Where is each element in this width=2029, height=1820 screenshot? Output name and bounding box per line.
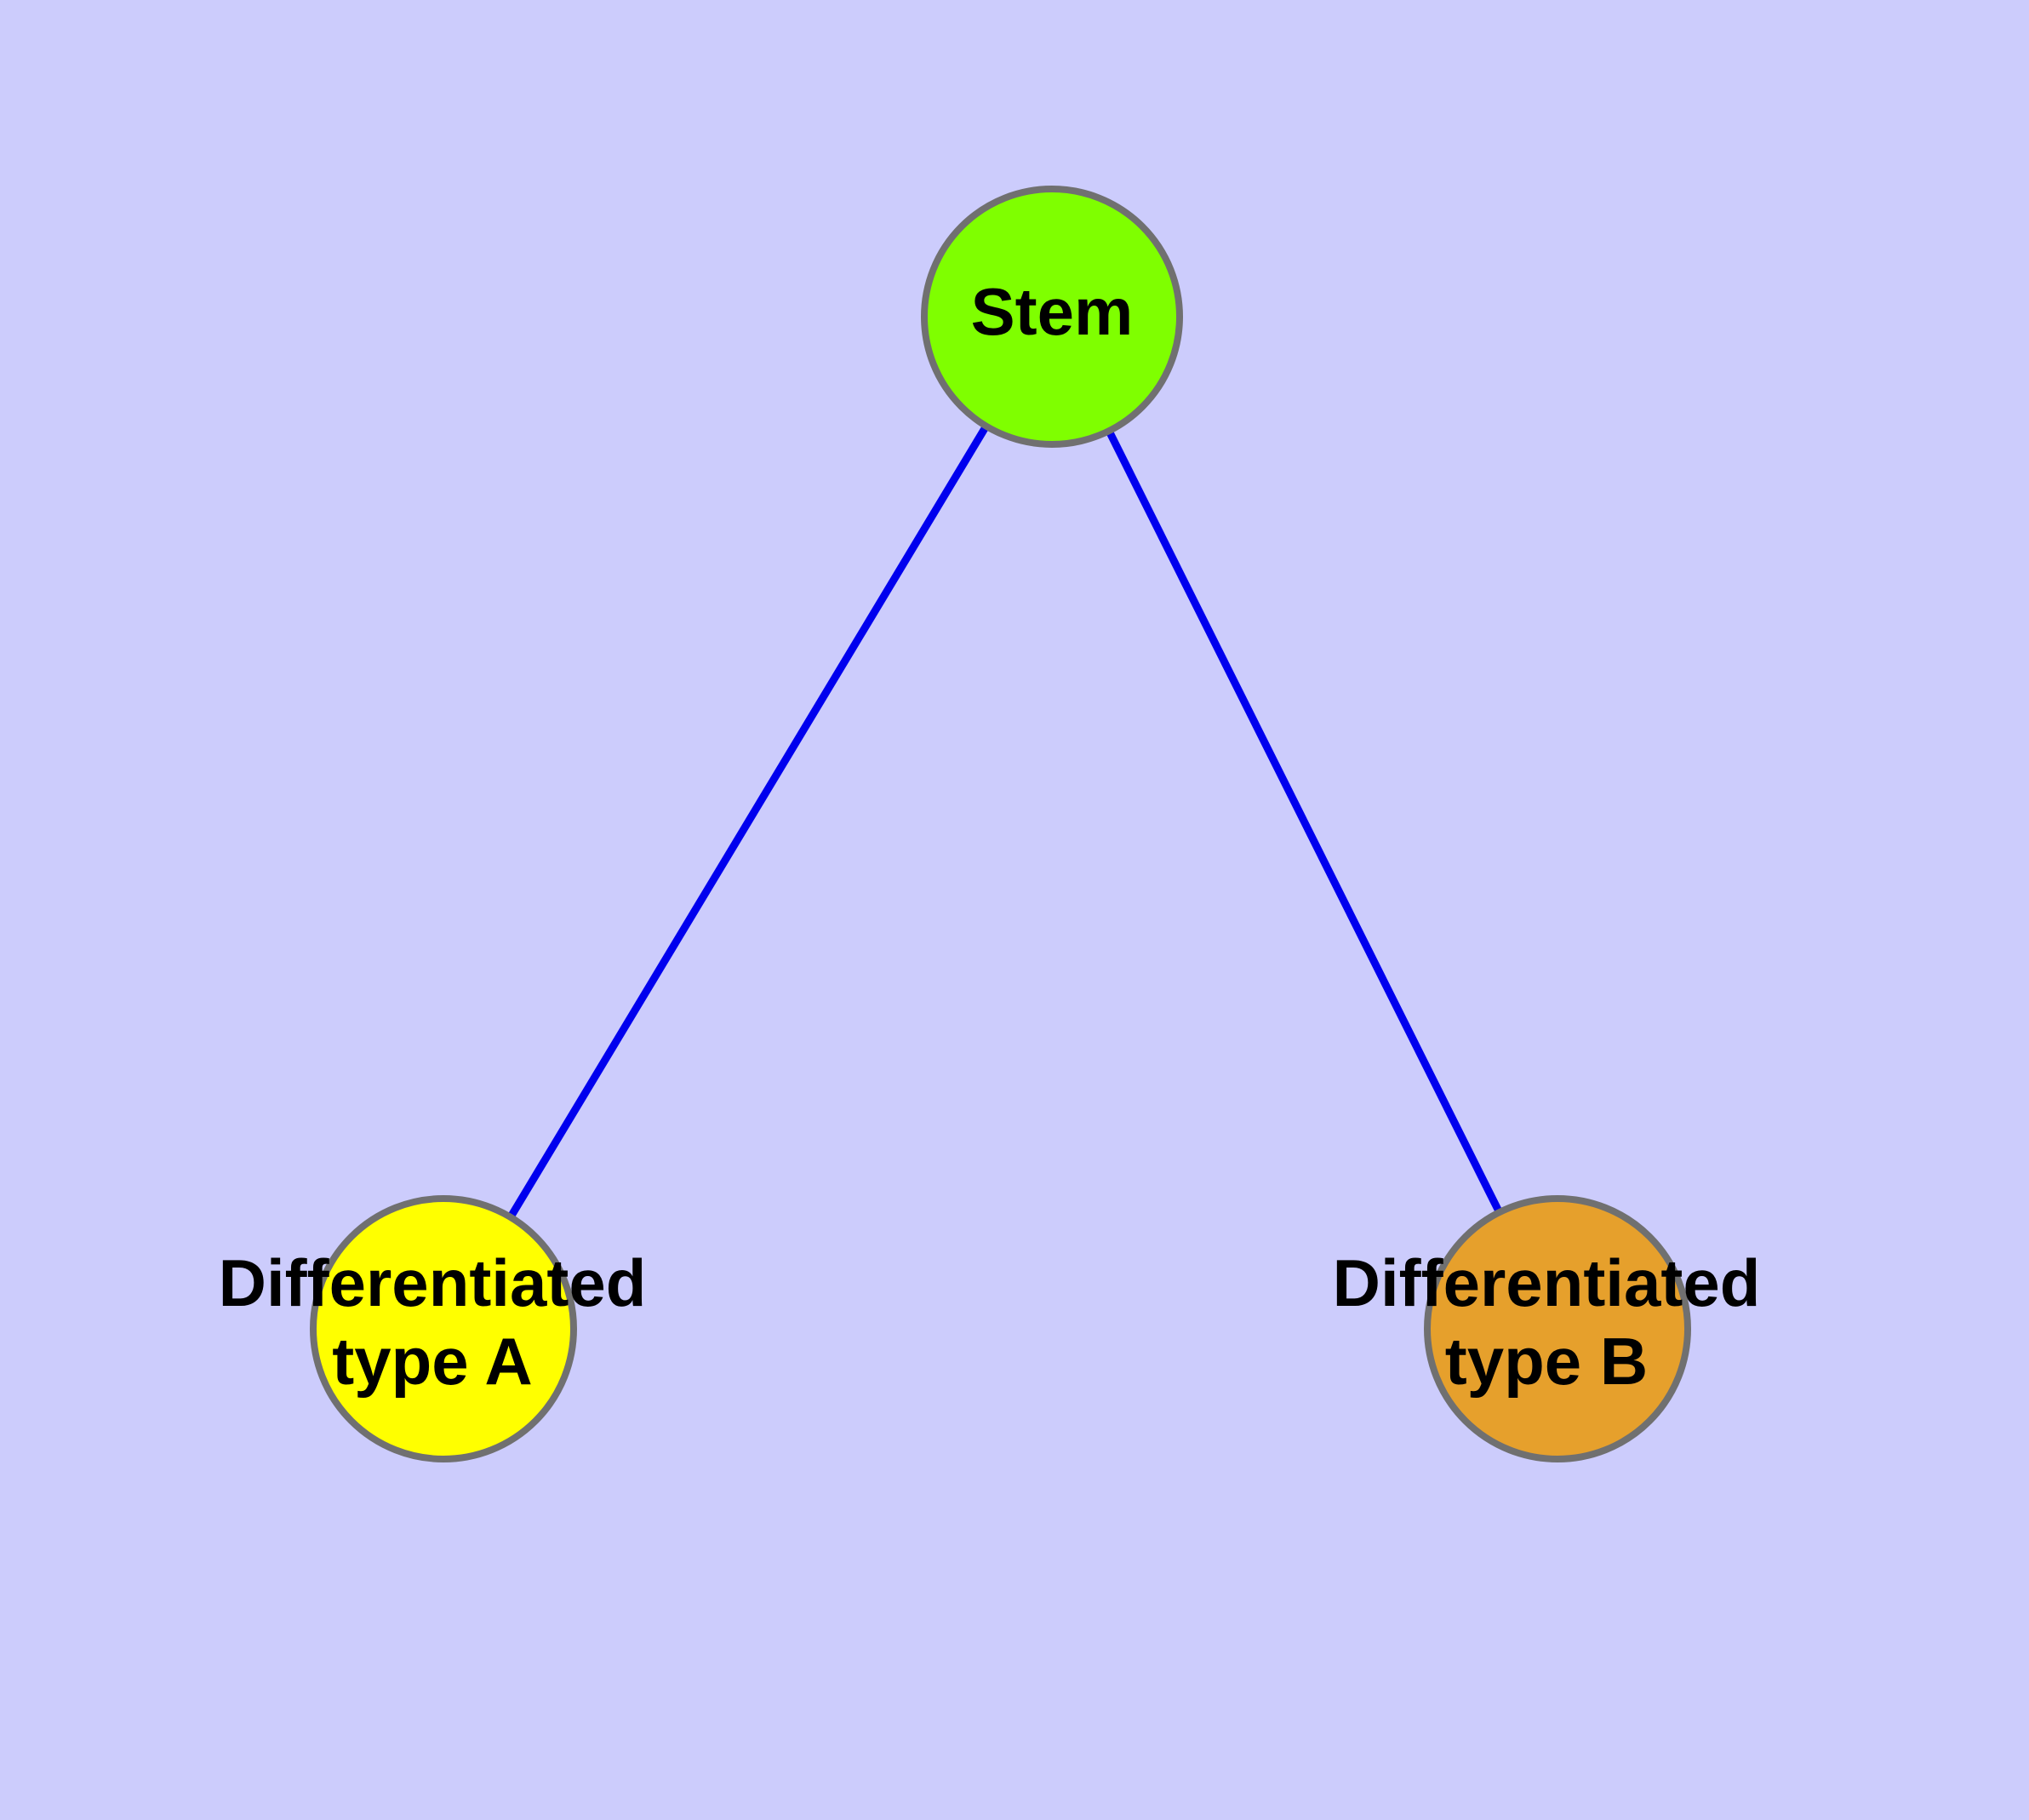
node-circle-diff_a[interactable]: [310, 1195, 577, 1462]
node-label-stem: Stem: [971, 274, 1134, 349]
node-stem[interactable]: Stem: [921, 186, 1183, 448]
node-label-line: type A: [332, 1324, 533, 1399]
node-circle-diff_b[interactable]: [1424, 1195, 1691, 1462]
node-label-line: Differentiated: [1333, 1245, 1761, 1320]
node-label-line: type B: [1445, 1324, 1648, 1399]
edge-stem-to-diff_a[interactable]: [506, 422, 991, 1221]
node-label-line: Differentiated: [219, 1245, 647, 1320]
edges-group: [506, 422, 1504, 1221]
node-label-line: Stem: [971, 274, 1134, 349]
node-circle-stem[interactable]: [921, 186, 1183, 448]
edge-stem-to-diff_b[interactable]: [1105, 427, 1504, 1216]
